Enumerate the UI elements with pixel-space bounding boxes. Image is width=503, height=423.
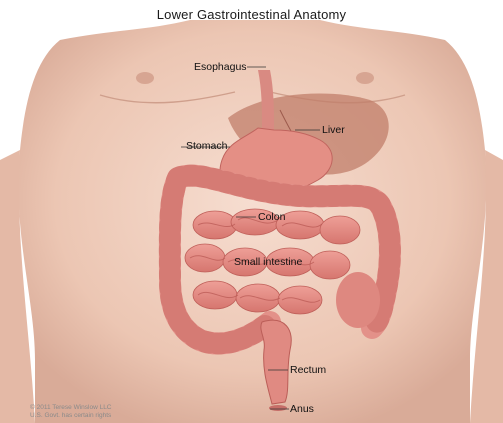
anus-shape bbox=[269, 405, 287, 411]
label-anus: Anus bbox=[290, 403, 314, 415]
label-stomach: Stomach bbox=[186, 140, 227, 152]
diagram-title: Lower Gastrointestinal Anatomy bbox=[0, 7, 503, 22]
label-colon: Colon bbox=[258, 211, 285, 223]
credit-line-1: © 2011 Terese Winslow LLC bbox=[30, 404, 112, 412]
left-nipple bbox=[136, 72, 154, 84]
label-small-intestine: Small intestine bbox=[234, 256, 302, 268]
label-liver: Liver bbox=[322, 124, 345, 136]
label-esophagus: Esophagus bbox=[194, 61, 247, 73]
cecum-shape bbox=[336, 272, 380, 328]
copyright-credit: © 2011 Terese Winslow LLC U.S. Govt. has… bbox=[30, 404, 112, 420]
label-rectum: Rectum bbox=[290, 364, 326, 376]
credit-line-2: U.S. Govt. has certain rights bbox=[30, 412, 112, 420]
right-nipple bbox=[356, 72, 374, 84]
